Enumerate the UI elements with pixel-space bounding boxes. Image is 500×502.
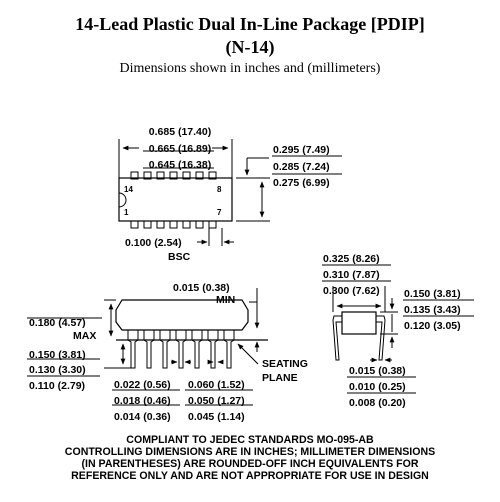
shoulder-width-min: 0.045 (1.14) xyxy=(188,411,245,423)
standoff-value: 0.015 (0.38) xyxy=(173,282,230,294)
bottom-pins xyxy=(130,220,217,229)
body-height-max: 0.150 (3.81) xyxy=(404,288,461,300)
body-height-nom: 0.135 (3.43) xyxy=(404,304,461,316)
end-view xyxy=(322,264,474,394)
footer-line-1: COMPLIANT TO JEDEC STANDARDS MO-095-AB xyxy=(126,434,374,446)
package-body-top xyxy=(118,177,233,222)
lead-width-nom: 0.018 (0.46) xyxy=(114,395,171,407)
pin7-label: 7 xyxy=(217,208,222,217)
width-nom: 0.285 (7.24) xyxy=(273,161,330,173)
height-value: 0.180 (4.57) xyxy=(29,317,86,329)
end-lead-left xyxy=(332,315,342,361)
shoulder-width-nom: 0.050 (1.27) xyxy=(188,395,245,407)
units-note: Dimensions shown in inches and (millimet… xyxy=(119,61,381,76)
top-pins xyxy=(130,171,217,180)
width-max: 0.295 (7.49) xyxy=(273,144,330,156)
package-outline-drawing: 0.685 (17.40) 0.665 (16.89) 0.645 (16.38… xyxy=(27,126,474,423)
seating-plane-label-2: PLANE xyxy=(262,372,298,384)
footer-notes: COMPLIANT TO JEDEC STANDARDS MO-095-AB C… xyxy=(0,434,500,482)
pitch-value: 0.100 (2.54) xyxy=(125,237,182,249)
end-lead-right xyxy=(376,315,386,361)
lead-thickness-min: 0.008 (0.20) xyxy=(349,397,406,409)
lead-length-max: 0.150 (3.81) xyxy=(29,349,86,361)
standoff-note: MIN xyxy=(216,294,235,306)
footer-line-3: (IN PARENTHESES) ARE ROUNDED-OFF INCH EQ… xyxy=(81,458,419,470)
row-spacing-nom: 0.310 (7.87) xyxy=(323,269,380,281)
lead-width-max: 0.022 (0.56) xyxy=(114,379,171,391)
height-note: MAX xyxy=(73,330,96,342)
row-spacing-max: 0.325 (8.26) xyxy=(323,253,380,265)
width-min: 0.275 (6.99) xyxy=(273,177,330,189)
pitch-note: BSC xyxy=(168,251,191,263)
body-height-min: 0.120 (3.05) xyxy=(404,320,461,332)
length-nom: 0.665 (16.89) xyxy=(149,143,211,155)
seating-plane-label-1: SEATING xyxy=(262,358,308,370)
shoulder-width-max: 0.060 (1.52) xyxy=(188,379,245,391)
top-view xyxy=(118,139,342,246)
lead-width-min: 0.014 (0.36) xyxy=(114,411,171,423)
package-title: 14-Lead Plastic Dual In-Line Package [PD… xyxy=(75,14,425,34)
row-spacing-min: 0.300 (7.62) xyxy=(323,285,380,297)
pin8-label: 8 xyxy=(217,185,222,194)
package-body-side xyxy=(115,299,249,331)
pin1-notch xyxy=(118,192,127,208)
length-max: 0.685 (17.40) xyxy=(149,126,211,138)
lead-length-min: 0.110 (2.79) xyxy=(29,380,85,392)
footer-line-2: CONTROLLING DIMENSIONS ARE IN INCHES; MI… xyxy=(64,446,436,458)
length-min: 0.645 (16.38) xyxy=(149,159,211,171)
lead-length-nom: 0.130 (3.30) xyxy=(29,364,86,376)
side-view xyxy=(27,288,268,406)
pin14-label: 14 xyxy=(124,185,133,194)
lead-thickness-nom: 0.010 (0.25) xyxy=(349,381,406,393)
footer-line-4: REFERENCE ONLY AND ARE NOT APPROPRIATE F… xyxy=(71,470,429,482)
package-code: (N-14) xyxy=(225,37,275,57)
pin1-label: 1 xyxy=(124,208,129,217)
lead-thickness-max: 0.015 (0.38) xyxy=(349,365,406,377)
package-body-end xyxy=(341,311,377,335)
